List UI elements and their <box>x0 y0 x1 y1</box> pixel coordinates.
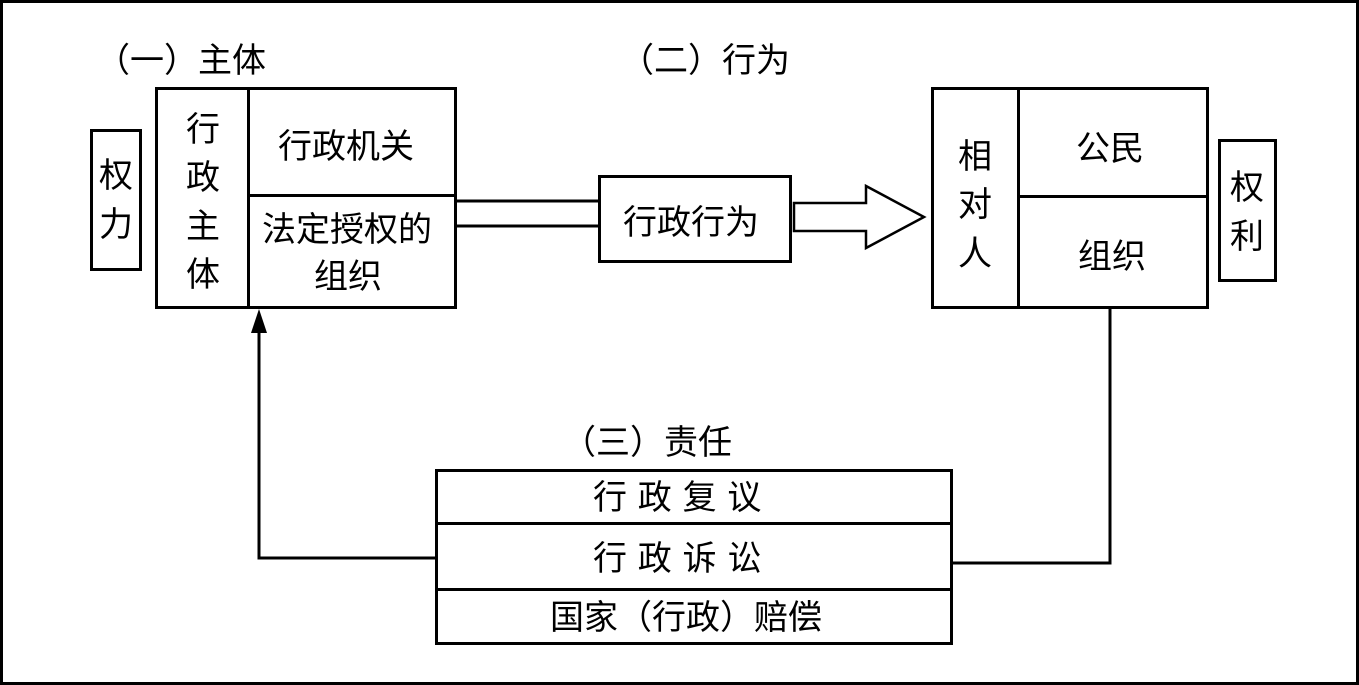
authorized-organization-line1: 法定授权的 <box>262 210 432 250</box>
power-label: 权力 <box>99 156 133 246</box>
administrative-reconsideration: 行 政 复 议 <box>593 478 762 518</box>
rights-box: 权利 <box>1218 139 1277 282</box>
administrative-subject-box <box>155 87 457 309</box>
authorized-organization-line2: 组织 <box>314 257 382 297</box>
responsibility-divider-1 <box>435 522 953 525</box>
section-one-heading: （一）主体 <box>96 41 266 81</box>
counterpart-divider <box>1017 87 1020 309</box>
counterpart-label: 相对人 <box>958 137 992 274</box>
counterpart-to-responsibility-line <box>953 309 1112 565</box>
state-compensation: 国家（行政）赔偿 <box>550 598 822 638</box>
rights-label: 权利 <box>1230 168 1264 258</box>
organization-label: 组织 <box>1078 237 1146 277</box>
responsibility-box <box>435 469 953 645</box>
responsibility-divider-2 <box>435 588 953 591</box>
up-arrow-icon <box>251 309 267 333</box>
administrative-subject-label: 行政主体 <box>186 110 220 295</box>
administrative-action-label: 行政行为 <box>623 203 759 243</box>
administrative-organ: 行政机关 <box>278 127 414 167</box>
administrative-litigation: 行 政 诉 讼 <box>593 539 762 579</box>
counterpart-row-divider <box>1017 195 1209 198</box>
section-three-heading: （三）责任 <box>562 423 732 463</box>
power-box: 权力 <box>90 129 142 271</box>
citizen-label: 公民 <box>1076 129 1144 169</box>
subject-divider <box>247 87 250 309</box>
section-two-heading: （二）行为 <box>620 41 790 81</box>
subject-row-divider <box>247 194 457 197</box>
counterpart-box <box>931 87 1209 309</box>
action-arrow-icon <box>792 183 927 251</box>
responsibility-to-subject-line <box>257 330 435 560</box>
administrative-action-box: 行政行为 <box>598 175 792 263</box>
